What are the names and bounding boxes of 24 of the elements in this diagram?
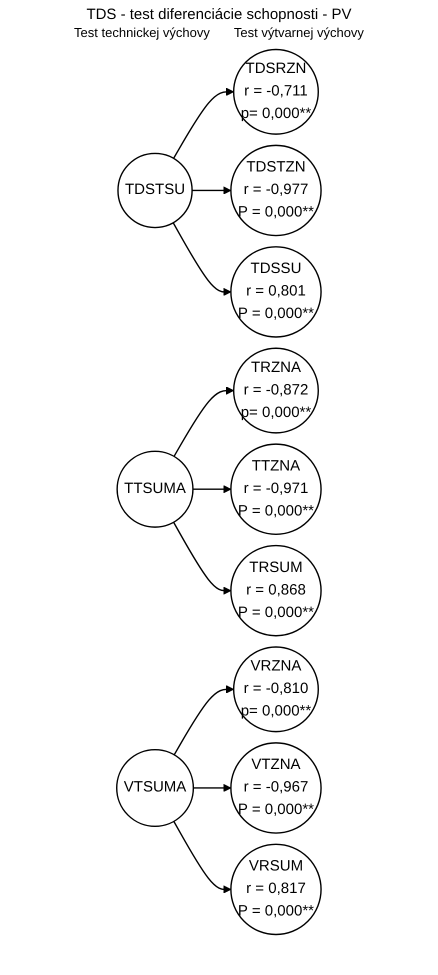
node-circle: VTZNA r = -0,967 P = 0,000**: [230, 742, 322, 834]
arrow: [173, 821, 232, 894]
arrow: [172, 222, 232, 296]
section-heading: Test technickej výchovy: [74, 25, 210, 40]
node-circle: TDSTZN r = -0,977 P = 0,000**: [230, 144, 322, 236]
arrow: [174, 386, 234, 457]
node-circle: VRSUM r = 0,817 P = 0,000**: [230, 844, 322, 936]
arrow: [192, 186, 232, 195]
node-circle: TRSUM r = 0,868 P = 0,000**: [230, 544, 322, 636]
node-circle: TDSSU r = 0,801 P = 0,000**: [230, 246, 322, 338]
node-circle: VRZNA r = -0,810 p= 0,000**: [233, 646, 320, 732]
arrow: [174, 685, 234, 756]
arrow: [173, 88, 234, 159]
diagram-title: TDS - test diferenciácie schopnosti - PV: [85, 6, 353, 23]
arrow: [193, 784, 232, 792]
node-circle: TRZNA r = -0,872 p= 0,000**: [233, 348, 320, 434]
section-heading: Test výtvarnej výchovy: [234, 25, 364, 40]
node-circle: TDSTSU: [117, 152, 193, 228]
node-circle: TTZNA r = -0,971 P = 0,000**: [230, 443, 322, 536]
node-circle: TTSUMA: [116, 450, 194, 528]
node-circle: TDSRZN r = -0,711 p= 0,000**: [233, 48, 320, 135]
arrow: [173, 522, 232, 595]
arrow: [193, 485, 232, 494]
node-circle: VTSUMA: [116, 748, 194, 827]
